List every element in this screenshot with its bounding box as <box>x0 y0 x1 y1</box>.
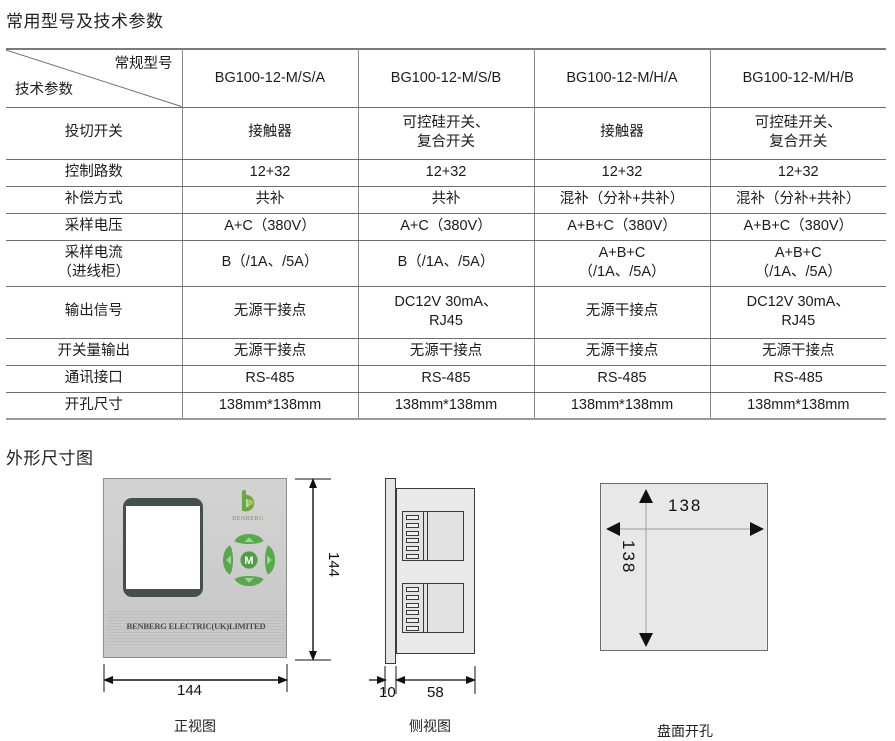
table-cell: 138mm*138mm <box>181 391 359 420</box>
table-column-header-1: BG100-12-M/S/A <box>181 48 359 108</box>
benberg-logo-icon <box>241 489 255 512</box>
cutout-dimension-lines <box>606 489 764 647</box>
table-cell: 可控硅开关、复合开关 <box>357 106 535 160</box>
terminal-block-lower <box>402 583 464 633</box>
nav-menu-button <box>240 551 258 569</box>
table-cell: RS-485 <box>533 364 711 393</box>
table-cell: 12+32 <box>709 158 886 187</box>
table-row: 投切开关接触器可控硅开关、复合开关接触器可控硅开关、复合开关 <box>6 106 886 160</box>
side-bezel-value: 10 <box>379 684 396 701</box>
table-cell: 混补（分补+共补） <box>709 185 886 214</box>
side-dimensions <box>369 666 476 694</box>
dimension-drawings: BENBERG <box>0 470 895 741</box>
cutout-view-caption: 盘面开孔 <box>657 723 713 739</box>
nav-right-button <box>265 545 275 575</box>
table-cell: 138mm*138mm <box>357 391 535 420</box>
table-cell: 12+32 <box>533 158 711 187</box>
table-row: 采样电流（进线柜）B（/1A、/5A）B（/1A、/5A）A+B+C（/1A、/… <box>6 239 886 287</box>
table-row-label: 开关量输出 <box>6 337 183 366</box>
table-corner-header: 常规型号技术参数 <box>6 48 183 108</box>
table-cell: B（/1A、/5A） <box>357 239 535 287</box>
front-width-dimension <box>103 664 288 692</box>
table-cell: 可控硅开关、复合开关 <box>709 106 886 160</box>
table-column-header-3: BG100-12-M/H/A <box>533 48 711 108</box>
table-cell: A+C（380V） <box>357 212 535 241</box>
page-title-specifications: 常用型号及技术参数 <box>6 12 164 31</box>
navigation-pad: M <box>223 534 275 586</box>
table-cell: 共补 <box>357 185 535 214</box>
table-cell: RS-485 <box>709 364 886 393</box>
table-cell: A+C（380V） <box>181 212 359 241</box>
table-cell: 无源干接点 <box>709 337 886 366</box>
table-row-label: 输出信号 <box>6 285 183 339</box>
diagonal-divider-line <box>6 50 182 107</box>
table-cell: A+B+C（380V） <box>533 212 711 241</box>
table-cell: 138mm*138mm <box>709 391 886 420</box>
corner-param-label: 技术参数 <box>15 82 73 99</box>
table-cell: 12+32 <box>357 158 535 187</box>
nav-down-button <box>234 576 264 586</box>
table-cell: RS-485 <box>357 364 535 393</box>
table-cell: 无源干接点 <box>181 337 359 366</box>
table-cell: A+B+C（380V） <box>709 212 886 241</box>
terminal-block-upper <box>402 511 464 561</box>
table-row-label: 控制路数 <box>6 158 183 187</box>
table-row-label: 开孔尺寸 <box>6 391 183 420</box>
table-cell: 无源干接点 <box>533 285 711 339</box>
nav-left-button <box>223 545 233 575</box>
table-cell: A+B+C（/1A、/5A） <box>709 239 886 287</box>
nav-up-button <box>234 534 264 544</box>
table-cell: RS-485 <box>181 364 359 393</box>
side-view-caption: 侧视图 <box>409 718 451 734</box>
device-front-panel: BENBERG <box>103 478 287 658</box>
lcd-bezel <box>123 498 203 597</box>
table-cell: 无源干接点 <box>357 337 535 366</box>
device-body <box>396 488 475 654</box>
side-body-value: 58 <box>427 684 444 701</box>
table-row-label: 采样电压 <box>6 212 183 241</box>
cutout-height-value: 138 <box>619 540 638 575</box>
table-row-label: 投切开关 <box>6 106 183 160</box>
ventilation-band: BENBERG ELECTRIC(UK)LIMITED <box>107 609 285 647</box>
brand-text: BENBERG ELECTRIC(UK)LIMITED <box>126 621 266 631</box>
table-row-label: 通讯接口 <box>6 364 183 393</box>
table-cell: 混补（分补+共补） <box>533 185 711 214</box>
table-cell: 138mm*138mm <box>533 391 711 420</box>
corner-model-label: 常规型号 <box>114 56 173 72</box>
logo-text: BENBERG <box>232 516 264 522</box>
table-cell: A+B+C（/1A、/5A） <box>533 239 711 287</box>
table-row: 开关量输出无源干接点无源干接点无源干接点无源干接点 <box>6 337 886 366</box>
table-cell: DC12V 30mA、RJ45 <box>357 285 535 339</box>
panel-cutout-square <box>600 483 768 651</box>
table-cell: 无源干接点 <box>533 337 711 366</box>
cutout-width-value: 138 <box>668 496 703 515</box>
lcd-screen <box>126 506 200 589</box>
nav-menu-label: M <box>244 555 253 567</box>
table-cell: 接触器 <box>181 106 359 160</box>
table-cell: 接触器 <box>533 106 711 160</box>
table-cell: B（/1A、/5A） <box>181 239 359 287</box>
page-title-dimensions: 外形尺寸图 <box>6 449 94 468</box>
table-row: 补偿方式共补共补混补（分补+共补）混补（分补+共补） <box>6 185 886 214</box>
table-column-header-2: BG100-12-M/S/B <box>357 48 535 108</box>
front-height-value: 144 <box>325 552 342 578</box>
table-cell: DC12V 30mA、RJ45 <box>709 285 886 339</box>
table-row-label: 采样电流（进线柜） <box>6 239 183 287</box>
brand-logo: BENBERG <box>222 489 274 522</box>
table-column-header-4: BG100-12-M/H/B <box>709 48 886 108</box>
front-height-dimension <box>295 478 331 661</box>
table-row-label: 补偿方式 <box>6 185 183 214</box>
device-bezel <box>385 478 396 664</box>
table-cell: 无源干接点 <box>181 285 359 339</box>
front-width-value: 144 <box>177 682 203 699</box>
table-cell: 共补 <box>181 185 359 214</box>
table-cell: 12+32 <box>181 158 359 187</box>
front-view-caption: 正视图 <box>174 718 216 734</box>
